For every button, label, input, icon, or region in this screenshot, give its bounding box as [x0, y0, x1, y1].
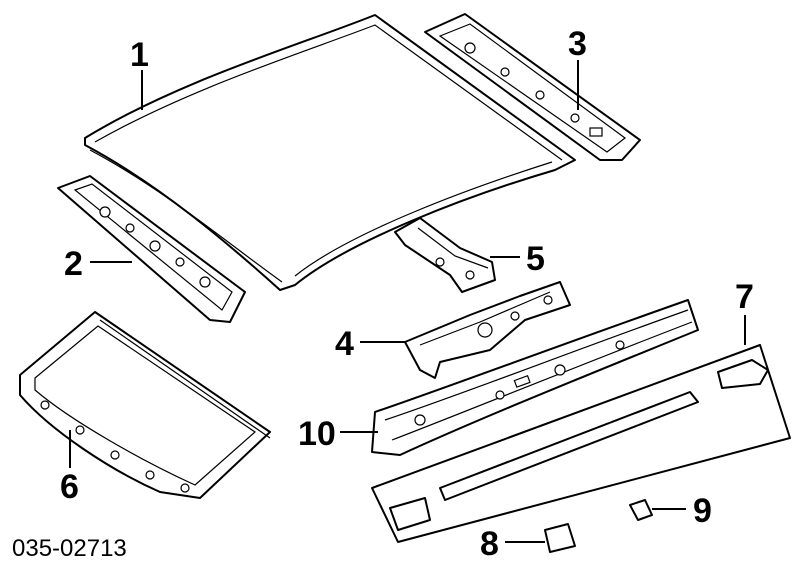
- callout-2: 2: [64, 245, 83, 283]
- rear-roof-rail: [424, 13, 641, 161]
- callout-8: 8: [480, 525, 499, 563]
- callout-6: 6: [60, 468, 79, 506]
- callout-3: 3: [568, 25, 587, 63]
- callout-9: 9: [693, 492, 712, 530]
- sunroof-frame: [19, 311, 271, 499]
- roof-panel: [84, 14, 576, 291]
- roof-reinforcement: [404, 281, 571, 379]
- clip-part-8: [544, 523, 576, 553]
- leader-lines: [69, 60, 746, 543]
- callout-4: 4: [335, 325, 354, 363]
- callout-7: 7: [735, 278, 754, 316]
- roof-bow: [394, 217, 496, 293]
- front-roof-rail: [57, 175, 246, 323]
- callout-10: 10: [298, 415, 336, 453]
- callout-1: 1: [130, 36, 149, 74]
- figure-code: 035-02713: [12, 535, 127, 562]
- side-roof-rail: [371, 299, 699, 456]
- clip-part-9: [629, 499, 653, 521]
- part-7-assembly-box: [371, 344, 791, 543]
- callout-5: 5: [526, 240, 545, 278]
